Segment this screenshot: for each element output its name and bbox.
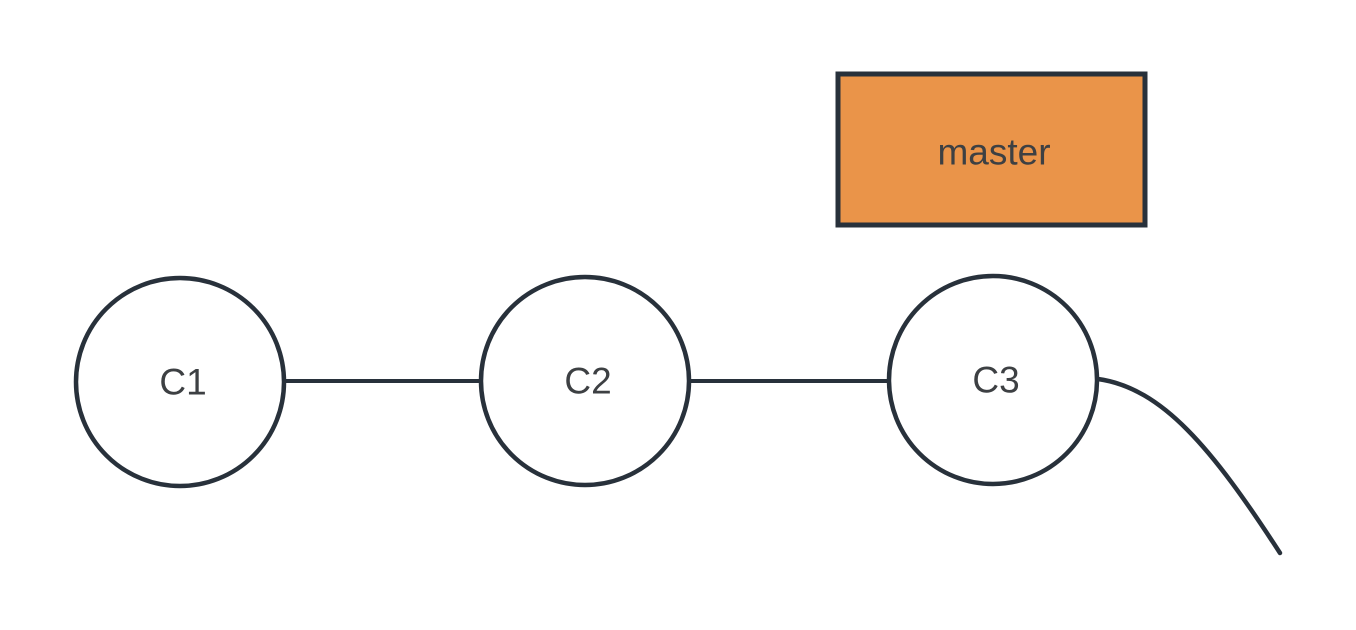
commit-label-c1: C1 xyxy=(159,362,206,403)
branch-tag-rect xyxy=(835,71,1148,228)
commit-node-c1: C1 xyxy=(73,275,287,489)
tail-curve xyxy=(1095,376,1283,556)
commit-circle-c3 xyxy=(886,273,1100,487)
commit-node-c3: C3 xyxy=(886,273,1100,487)
commit-circle-c2 xyxy=(478,274,692,488)
branch-tag-label: master xyxy=(937,132,1050,173)
branch-tag-master: master xyxy=(835,71,1148,228)
commit-label-c2: C2 xyxy=(564,361,611,402)
commit-label-c3: C3 xyxy=(972,360,1019,401)
commit-node-c2: C2 xyxy=(478,274,692,488)
commit-circle-c1 xyxy=(73,275,287,489)
